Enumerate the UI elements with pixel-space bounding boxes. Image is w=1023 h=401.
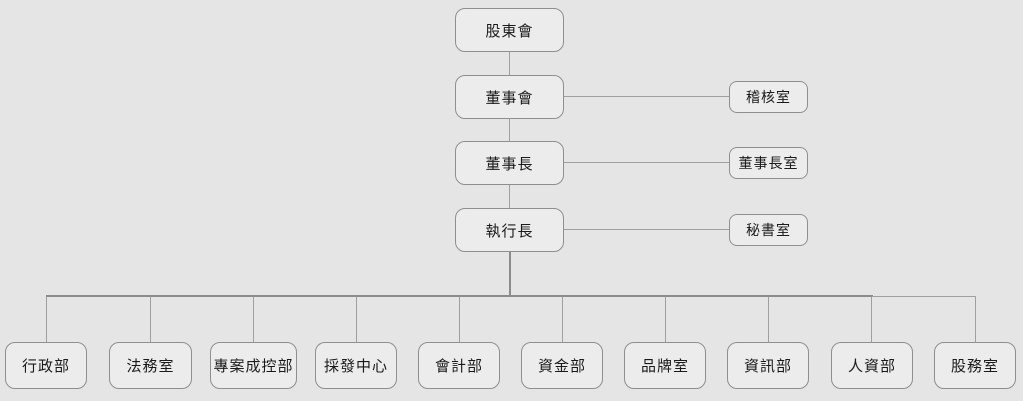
node-dept-brand: 品牌室 xyxy=(624,342,706,389)
connector-trunk-horizontal-right xyxy=(872,296,976,297)
node-dept-project-cost-control: 專案成控部 xyxy=(210,342,297,389)
node-secretary-office: 秘書室 xyxy=(729,214,808,246)
node-dept-procurement-center: 採發中心 xyxy=(315,342,397,389)
node-dept-legal: 法務室 xyxy=(109,342,192,389)
connector-drop-legal xyxy=(150,297,151,342)
connector-drop-admin xyxy=(46,297,47,342)
connector-drop-brand xyxy=(665,297,666,342)
node-dept-it: 資訊部 xyxy=(727,342,809,389)
node-dept-treasury: 資金部 xyxy=(521,342,603,389)
node-board-of-directors: 董事會 xyxy=(455,75,564,119)
node-chairman: 董事長 xyxy=(455,141,564,185)
connector-chairman-ceo xyxy=(509,185,510,208)
connector-drop-treasury xyxy=(562,297,563,342)
connector-drop-shareholder-services xyxy=(975,297,976,342)
connector-board-chairman xyxy=(509,119,510,141)
connector-drop-it xyxy=(768,297,769,342)
connector-drop-procurement-center xyxy=(356,297,357,342)
node-dept-accounting: 會計部 xyxy=(418,342,500,389)
node-ceo: 執行長 xyxy=(455,208,564,252)
node-dept-hr: 人資部 xyxy=(831,342,913,389)
node-dept-admin: 行政部 xyxy=(5,342,87,389)
connector-drop-hr xyxy=(871,297,872,342)
node-chairman-office: 董事長室 xyxy=(729,147,808,179)
connector-drop-accounting xyxy=(459,297,460,342)
connector-chairman-chairman-office xyxy=(564,162,729,163)
node-shareholders-meeting: 股東會 xyxy=(455,8,564,52)
connector-drop-project-cost-control xyxy=(253,297,254,342)
connector-ceo-secretary-office xyxy=(564,229,729,230)
connector-trunk-horizontal xyxy=(46,295,873,297)
node-audit-office: 稽核室 xyxy=(729,81,808,113)
connector-ceo-trunk xyxy=(509,252,511,297)
node-dept-shareholder-services: 股務室 xyxy=(934,342,1016,389)
connector-shareholders-board xyxy=(509,52,510,75)
connector-board-audit-office xyxy=(564,96,729,97)
